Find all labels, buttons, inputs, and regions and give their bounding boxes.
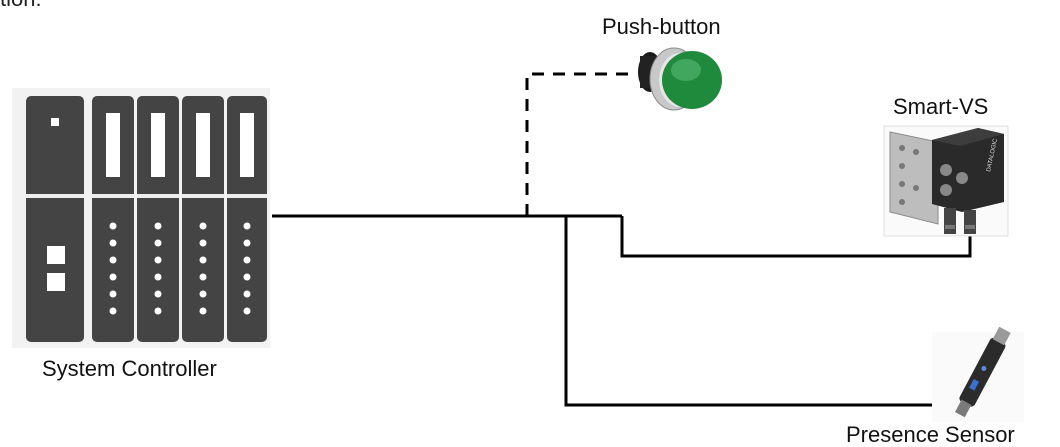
smart-vs-image: DATALOGIC bbox=[883, 125, 1009, 237]
system-controller-label: System Controller bbox=[42, 356, 217, 381]
wire-to-smart-vs bbox=[620, 216, 972, 258]
cut-off-caption-text: tion: bbox=[0, 0, 42, 12]
presence-sensor-label: Presence Sensor bbox=[846, 422, 1015, 447]
push-button-image bbox=[638, 47, 722, 111]
push-button-label: Push-button bbox=[602, 14, 721, 39]
wire-to-presence-sensor bbox=[564, 216, 935, 407]
presence-sensor-image bbox=[932, 326, 1024, 422]
system-controller-image bbox=[12, 88, 270, 348]
wire-to-push-button bbox=[525, 72, 634, 216]
smart-vs-label: Smart-VS bbox=[893, 94, 989, 119]
